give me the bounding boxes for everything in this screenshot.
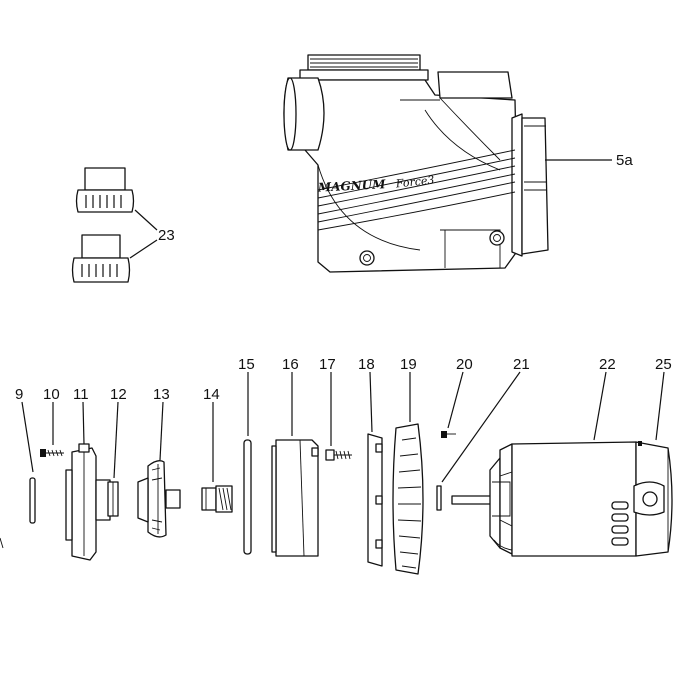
- callout-9: 9: [15, 386, 23, 403]
- leader-12: [113, 401, 119, 479]
- part-10-screw: [40, 449, 64, 457]
- part-9-oring: [29, 477, 36, 524]
- leader-25: [655, 371, 665, 441]
- part-21-slinger: [436, 485, 442, 511]
- callout-18: 18: [358, 356, 375, 373]
- callout-22: 22: [599, 356, 616, 373]
- leader-23-b: [129, 239, 158, 259]
- leader-20: [447, 371, 464, 429]
- callout-5a: 5a: [616, 152, 633, 169]
- union-fitting-top: [75, 167, 135, 213]
- callout-10: 10: [43, 386, 60, 403]
- part-17-bolt: [325, 449, 352, 461]
- pump-housing: MAGNUM Force3: [283, 54, 549, 273]
- part-22-motor: [451, 441, 673, 557]
- edge-mark: [0, 537, 4, 549]
- callout-16: 16: [282, 356, 299, 373]
- union-fitting-bottom: [71, 234, 131, 283]
- callout-23: 23: [158, 227, 175, 244]
- part-16-diffuser: [271, 439, 319, 557]
- callout-19: 19: [400, 356, 417, 373]
- callout-12: 12: [110, 386, 127, 403]
- logo-text: MAGNUM: [317, 177, 387, 195]
- leader-11: [82, 401, 85, 445]
- callout-21: 21: [513, 356, 530, 373]
- callout-25: 25: [655, 356, 672, 373]
- part-15-gasket: [243, 439, 252, 555]
- leader-22: [593, 371, 607, 441]
- callout-20: 20: [456, 356, 473, 373]
- callout-11: 11: [73, 386, 89, 403]
- leader-21: [441, 371, 521, 483]
- callout-15: 15: [238, 356, 255, 373]
- part-19-motor-bracket: [392, 423, 424, 575]
- part-11-seal-plate: [65, 443, 111, 561]
- part-13-impeller: [137, 460, 181, 538]
- leader-23-a: [134, 209, 158, 231]
- logo-script: Force3: [394, 173, 435, 190]
- callout-17: 17: [319, 356, 336, 373]
- part-18-adapter-plate: [367, 433, 383, 567]
- callout-13: 13: [153, 386, 170, 403]
- leader-9: [21, 401, 34, 473]
- leader-18: [369, 371, 373, 433]
- part-20-screw: [441, 431, 456, 438]
- part-14-shaft-seal: [201, 485, 233, 513]
- leader-13: [159, 401, 164, 461]
- callout-14: 14: [203, 386, 220, 403]
- part-12-seal: [107, 481, 119, 517]
